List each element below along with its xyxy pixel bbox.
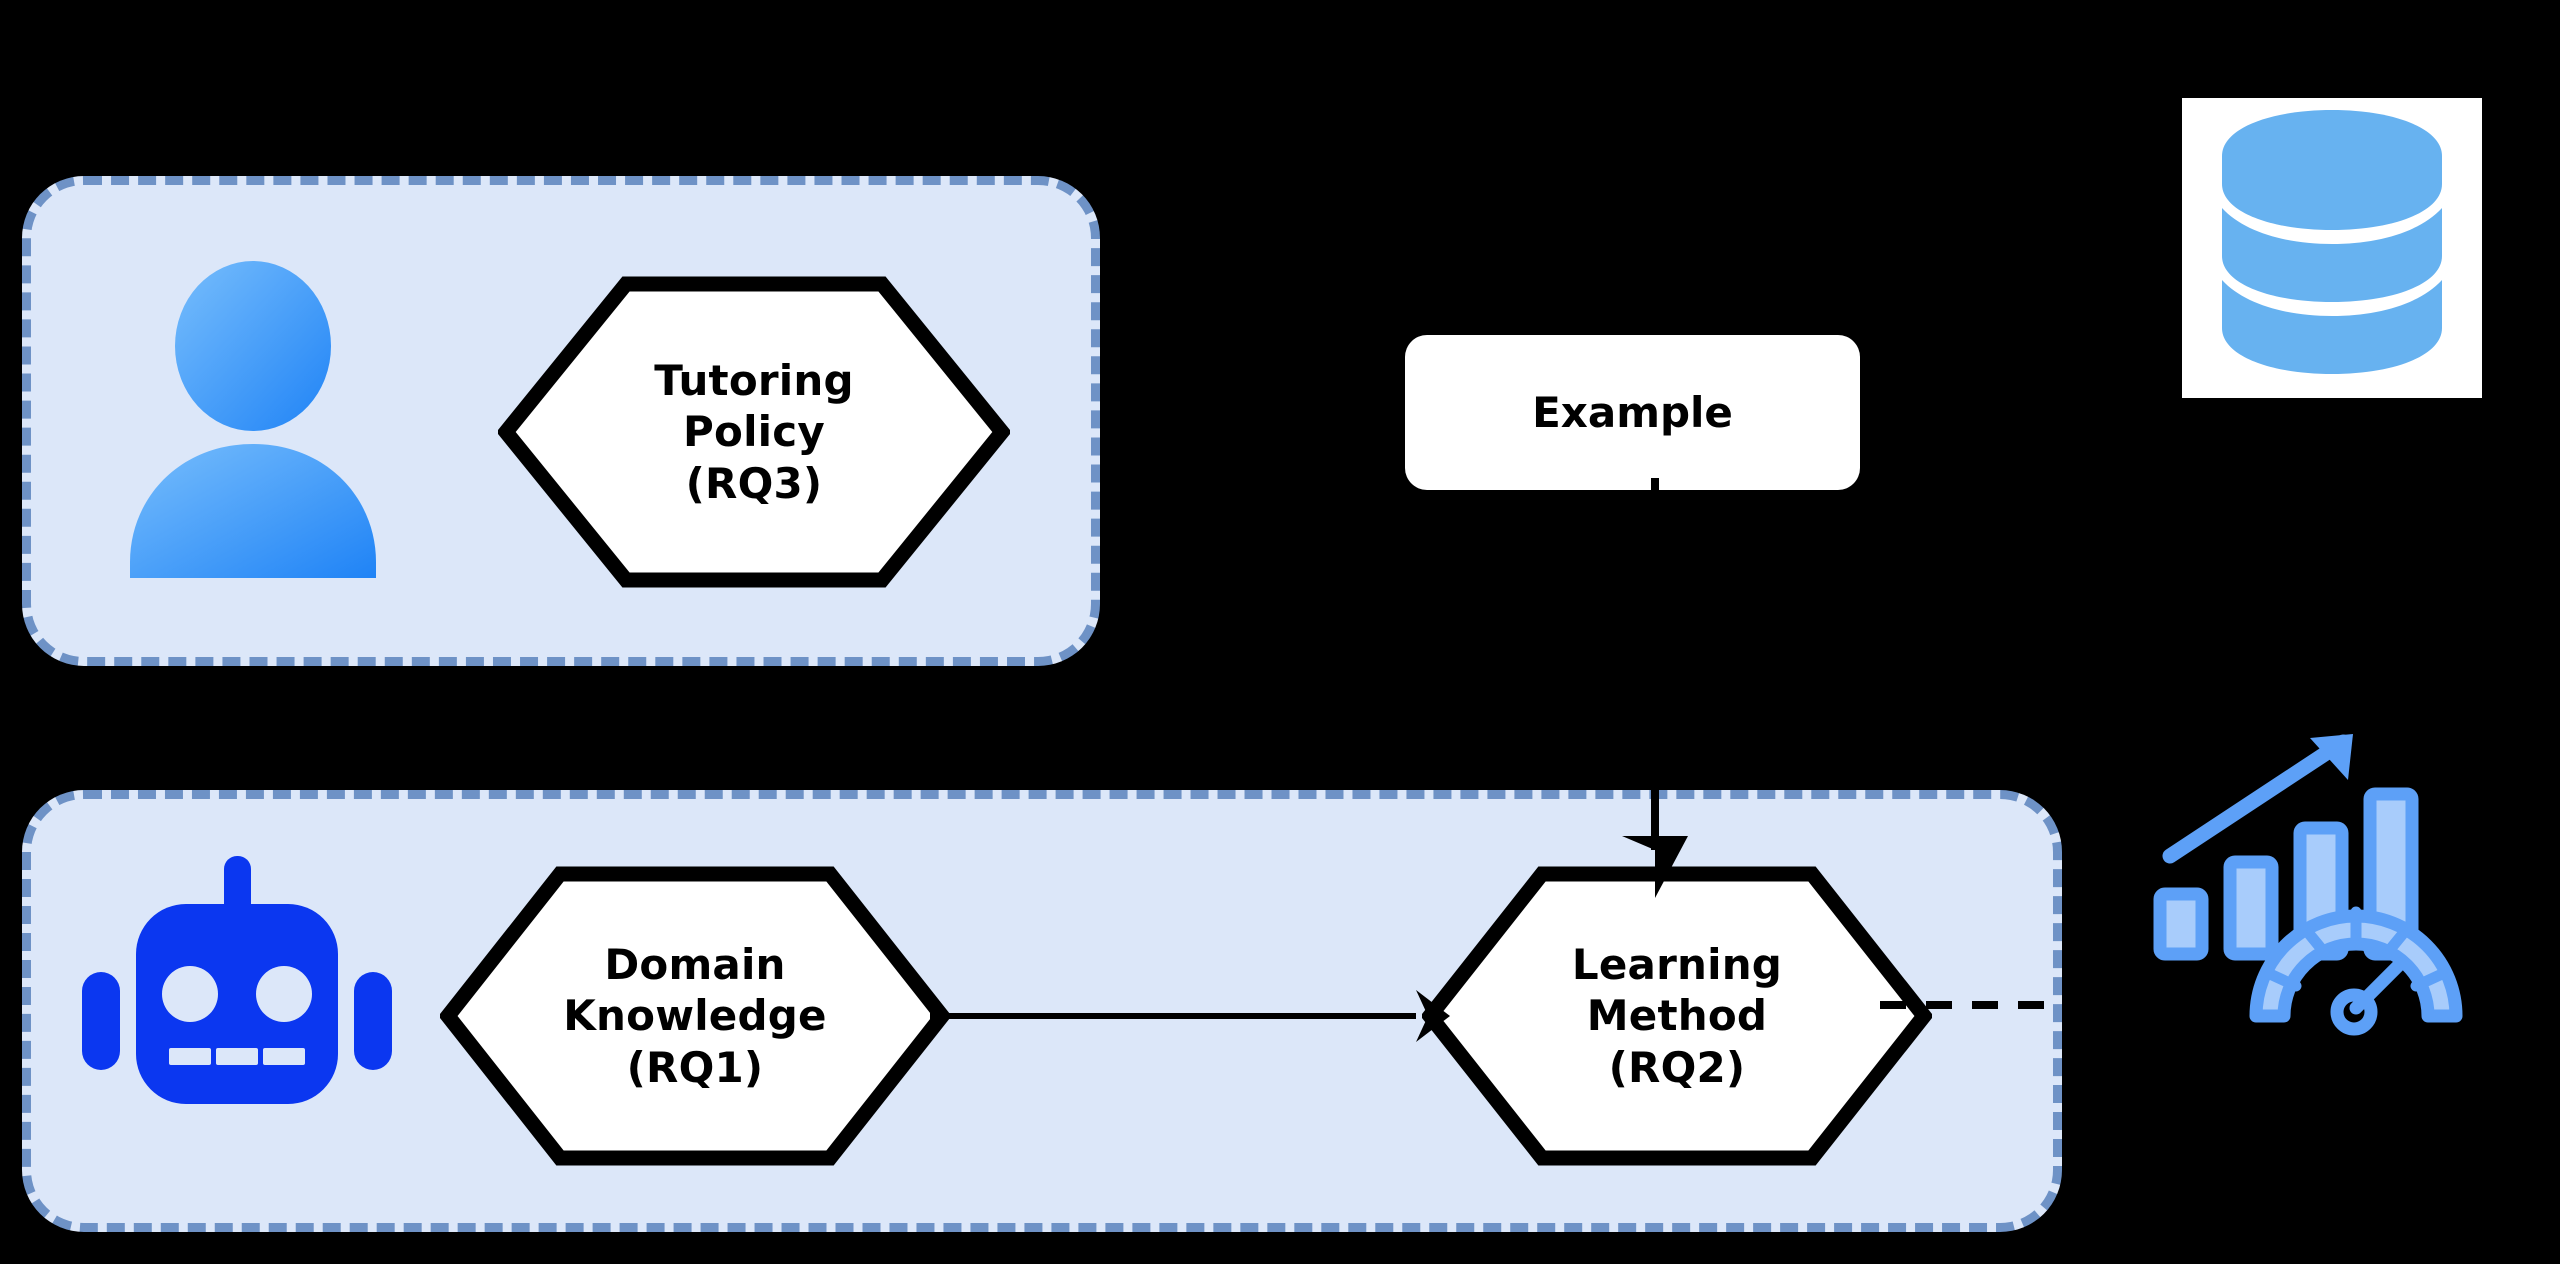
analytics-performance-icon (2138, 716, 2528, 1106)
edge-domain-knowledge-to-learning-method (930, 980, 1450, 1052)
node-example-label: Example (1532, 388, 1733, 437)
node-tutoring-policy-label: Tutoring Policy (RQ3) (654, 356, 854, 508)
node-domain-knowledge[interactable]: Domain Knowledge (RQ1) (440, 866, 950, 1166)
node-example[interactable]: Example (1405, 335, 1860, 490)
database-icon (2182, 98, 2482, 398)
edge-learning-method-to-analytics (1880, 985, 2100, 1025)
person-icon (118, 258, 388, 578)
node-learning-method-label: Learning Method (RQ2) (1571, 940, 1783, 1092)
node-learning-method[interactable]: Learning Method (RQ2) (1422, 866, 1932, 1166)
node-tutoring-policy[interactable]: Tutoring Policy (RQ3) (498, 276, 1010, 588)
robot-icon (72, 852, 402, 1162)
edge-example-to-learning-method (1600, 478, 1710, 898)
node-domain-knowledge-label: Domain Knowledge (RQ1) (563, 940, 827, 1092)
